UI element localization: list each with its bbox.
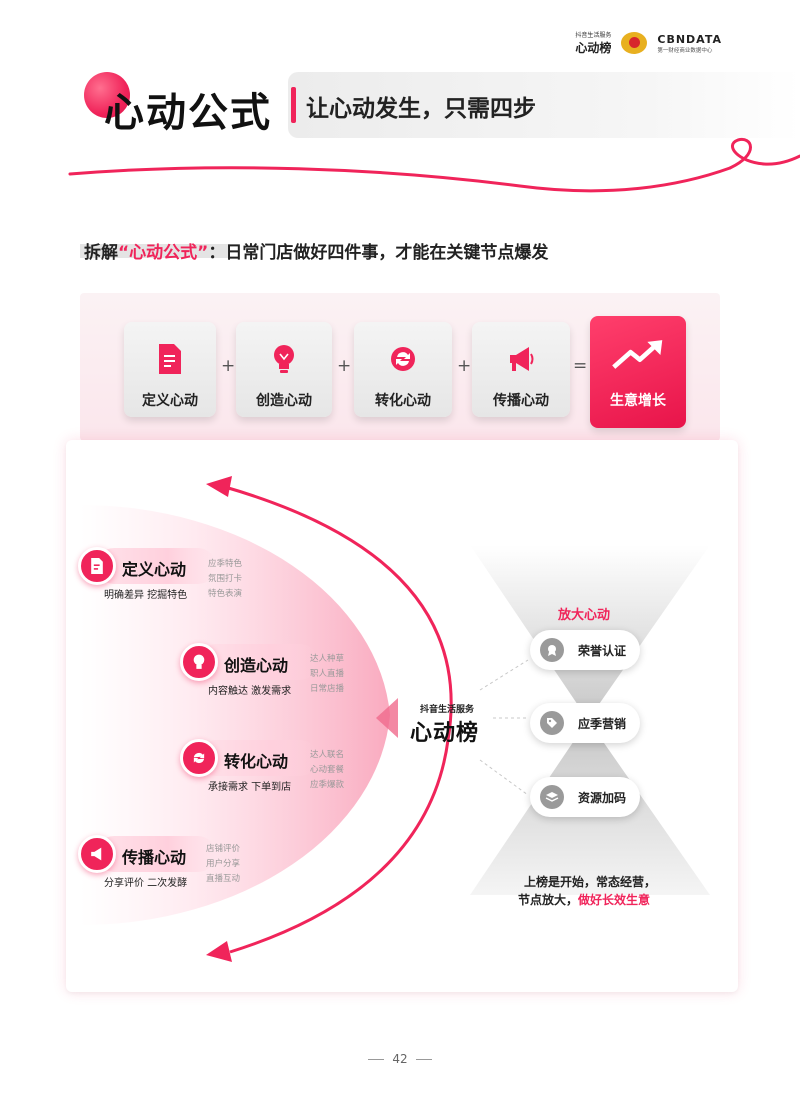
c1-badge-logo	[621, 32, 648, 54]
xdb-logo-large: 心动榜	[575, 41, 612, 55]
page-number: 42	[0, 1052, 800, 1066]
heading-suffix: ：日常门店做好四件事，才能在关键节点爆发	[208, 243, 549, 263]
closing-line-2-highlight: 做好长效生意	[578, 893, 651, 907]
step-tag: 用户分享	[206, 859, 241, 869]
amplify-item: 资源加码	[530, 777, 640, 817]
arc-arrowhead-bottom	[206, 941, 232, 962]
amplify-item-label: 应季营销	[578, 717, 627, 731]
step-tag: 职人直播	[310, 669, 345, 679]
cbndata-logo: CBNDATA 第一财经商业数据中心	[657, 33, 722, 54]
section-heading: 拆解“心动公式”：日常门店做好四件事，才能在关键节点爆发	[84, 238, 548, 263]
step-pill-bg	[96, 548, 216, 584]
step-tag: 店铺评价	[206, 844, 241, 854]
center-arrow	[376, 698, 398, 738]
outer-arc	[224, 485, 453, 954]
title-decor-ball	[84, 72, 130, 118]
step-tag: 氛围打卡	[208, 574, 243, 584]
step-pill-bg	[198, 740, 318, 776]
lightbulb-icon	[274, 345, 294, 373]
step-tag: 应季特色	[208, 559, 243, 569]
stack-layers-icon	[540, 785, 564, 809]
price-tag-icon	[540, 711, 564, 735]
refresh-arrows-icon	[193, 752, 205, 764]
formula-label: 创造心动	[256, 393, 312, 409]
amplify-item-label: 资源加码	[578, 791, 627, 805]
amplify-item: 荣誉认证	[530, 630, 640, 670]
step-title: 定义心动	[122, 560, 187, 579]
step-subtitle: 明确差异 挖掘特色	[104, 590, 188, 601]
step-icon-spread	[78, 835, 116, 873]
step-title: 传播心动	[122, 848, 187, 867]
gray-hourglass	[470, 545, 710, 895]
document-edit-icon	[91, 558, 103, 574]
step-pill-bg	[198, 644, 318, 680]
page-title: 心动公式	[104, 90, 272, 136]
plus-sign: +	[221, 356, 236, 376]
formula-card-define: 定义心动	[124, 322, 216, 417]
formula-card-create: 创造心动	[236, 322, 332, 417]
award-medal-icon	[540, 638, 564, 662]
step-tag: 心动套餐	[310, 765, 345, 775]
formula-card-result: 生意增长	[590, 316, 686, 428]
step-subtitle: 内容触达 激发需求	[208, 686, 292, 697]
step-tag: 达人联名	[310, 750, 345, 760]
page-subtitle: 让心动发生，只需四步	[306, 96, 536, 122]
amplify-title: 放大心动	[558, 608, 611, 623]
plus-sign: +	[457, 356, 472, 376]
megaphone-icon	[510, 347, 534, 371]
step-icon-define	[78, 547, 116, 585]
step-title: 创造心动	[224, 656, 289, 675]
plus-sign: +	[337, 356, 352, 376]
step-tag: 直播互动	[206, 874, 241, 884]
center-brand-top: 抖音生活服务	[420, 705, 475, 715]
formula-label: 传播心动	[493, 393, 549, 409]
step-subtitle: 分享评价 二次发酵	[104, 878, 188, 889]
document-edit-icon	[159, 344, 181, 374]
heading-highlight-bar	[80, 244, 230, 258]
step-tag: 达人种草	[310, 654, 345, 664]
equals-sign: =	[573, 356, 588, 376]
cbndata-logo-name: CBNDATA	[657, 32, 722, 46]
header-logos: 抖音生活服务 心动榜 CBNDATA 第一财经商业数据中心	[575, 30, 722, 56]
closing-line-1: 上榜是开始，常态经营，	[524, 875, 657, 889]
formula-card-spread: 传播心动	[472, 322, 570, 417]
formula-card-convert: 转化心动	[354, 322, 452, 417]
formula-label: 定义心动	[142, 393, 198, 409]
xdb-logo-small: 抖音生活服务	[575, 32, 612, 39]
title-wave-decoration	[68, 137, 800, 193]
refresh-arrows-icon	[391, 347, 415, 371]
step-title: 转化心动	[224, 752, 289, 771]
step-icon-convert	[180, 739, 218, 777]
page-number-value: 42	[392, 1052, 408, 1066]
step-icon-create	[180, 643, 218, 681]
lightbulb-icon	[193, 654, 205, 669]
step-tag: 日常店播	[310, 684, 345, 694]
subtitle-box	[288, 72, 800, 138]
formula-label: 转化心动	[375, 393, 431, 409]
step-subtitle: 承接需求 下单到店	[208, 782, 292, 793]
formula-result-label: 生意增长	[610, 393, 666, 409]
xindongbang-logo: 抖音生活服务 心动榜	[575, 30, 611, 56]
amplify-item-label: 荣誉认证	[578, 644, 627, 658]
subtitle-accent-bar	[291, 87, 296, 123]
closing-line-2-prefix: 节点放大，	[518, 893, 579, 907]
step-pill-bg	[96, 836, 216, 872]
step-tag: 应季爆款	[310, 780, 345, 790]
heading-prefix: 拆解	[84, 243, 118, 263]
cbndata-logo-sub: 第一财经商业数据中心	[657, 47, 713, 54]
center-brand: 心动榜	[410, 721, 480, 746]
amplify-item: 应季营销	[530, 703, 640, 743]
megaphone-icon	[91, 847, 102, 861]
trend-up-arrow-icon	[612, 340, 663, 369]
step-tag: 特色表演	[208, 589, 243, 599]
arc-arrowhead-top	[206, 476, 232, 497]
heading-highlight: “心动公式”	[118, 243, 209, 263]
closing-line-2: 节点放大，做好长效生意	[518, 891, 650, 908]
pink-semicircle	[80, 504, 390, 926]
